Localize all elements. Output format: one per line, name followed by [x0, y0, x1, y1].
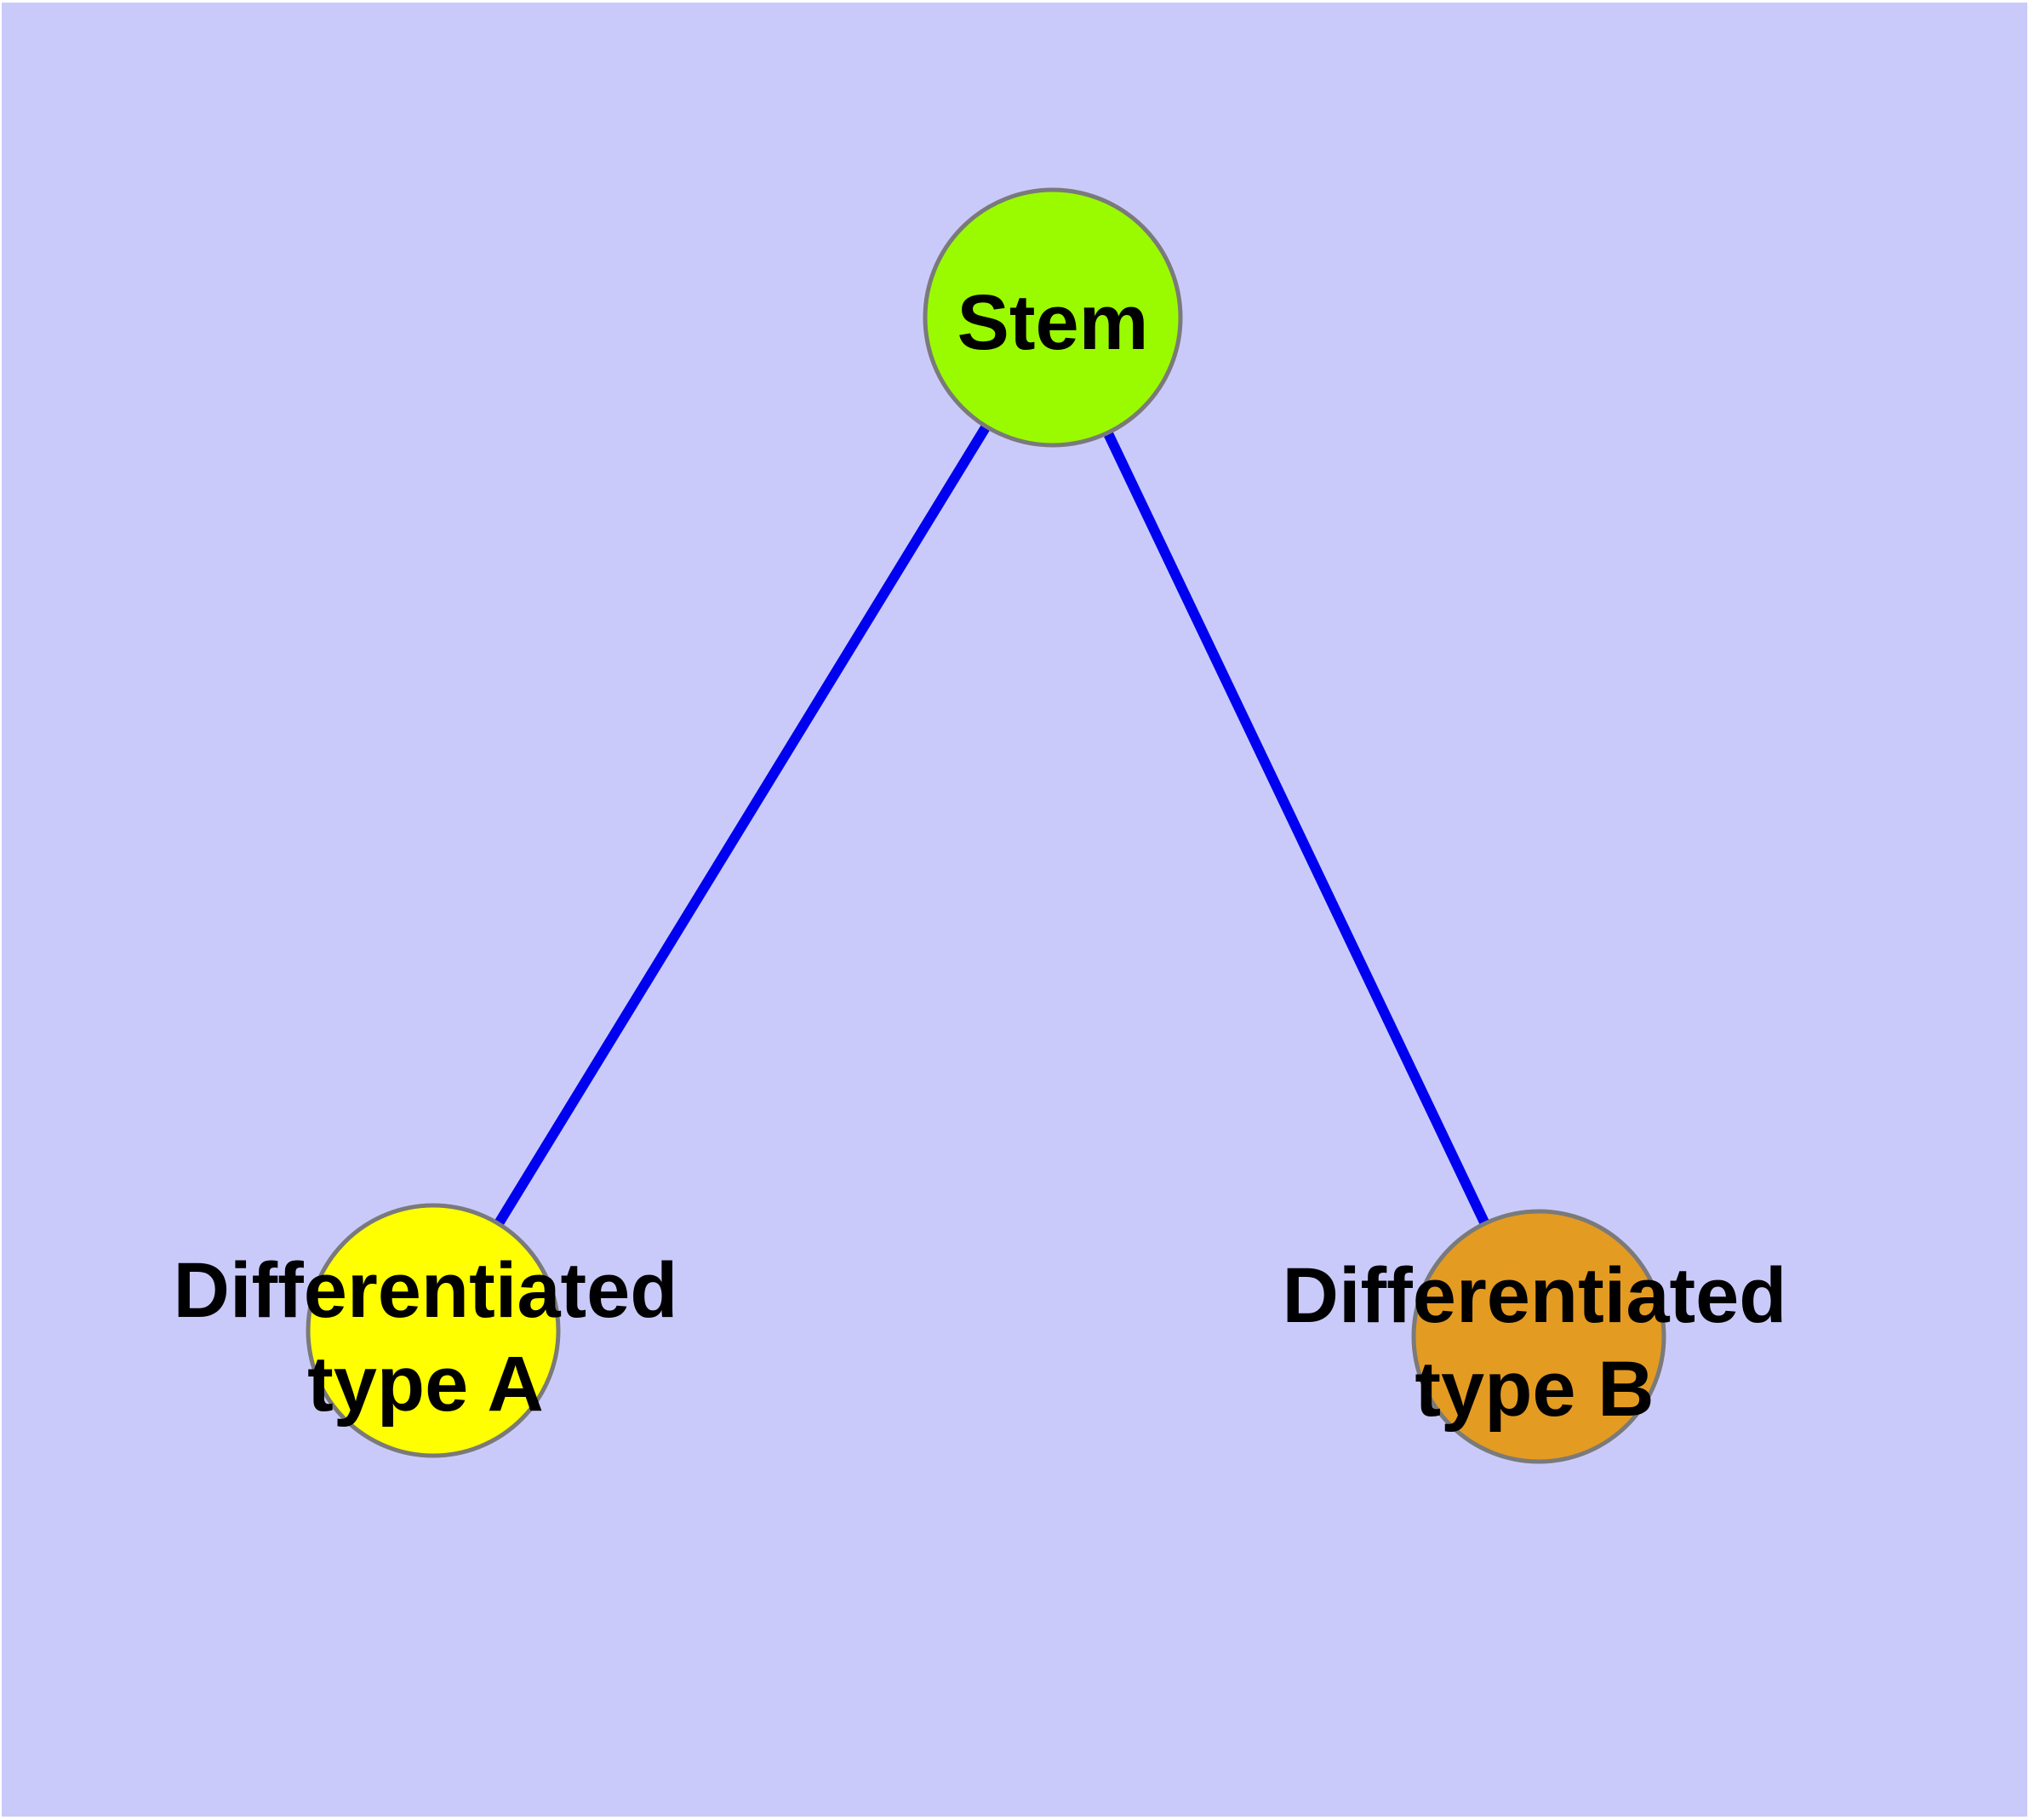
node-label-differentiated-type-a-line2: type A [307, 1341, 544, 1428]
node-stem [923, 187, 1183, 448]
edges [428, 314, 1544, 1339]
edge-stem-to-differentiated-type-a [428, 314, 1058, 1334]
node-label-differentiated-type-b-line1: Differentiated [1283, 1252, 1787, 1339]
node-differentiated-type-b [1411, 1209, 1666, 1464]
edge-stem-to-differentiated-type-b [1048, 315, 1544, 1339]
node-labels: Stem Differentiated type A Differentiate… [174, 279, 1787, 1433]
node-label-stem: Stem [957, 279, 1149, 366]
node-label-differentiated-type-b-line2: type B [1415, 1346, 1654, 1433]
node-label-differentiated-type-a-line1: Differentiated [174, 1247, 678, 1334]
nodes [306, 187, 1666, 1464]
node-differentiated-type-a [306, 1203, 561, 1458]
